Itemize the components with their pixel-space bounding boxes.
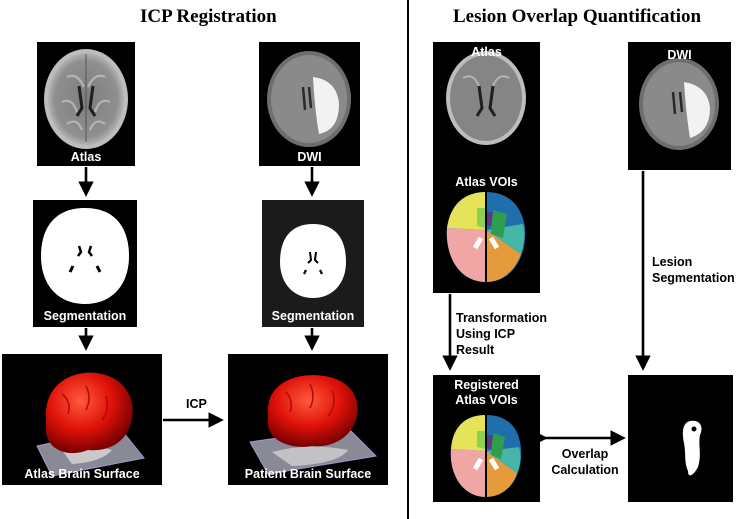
lesion-overlap-title: Lesion Overlap Quantification <box>453 6 702 27</box>
dwi-segmentation-panel: Segmentation <box>262 200 364 327</box>
atlas-segmentation-panel: Segmentation <box>33 200 137 327</box>
dwi-brain-image <box>267 51 351 147</box>
atlas-surface-image <box>36 372 145 477</box>
lesion-segmentation-panel <box>628 375 733 502</box>
registered-label-line1: Registered <box>454 378 519 392</box>
patient-surface-panel: Patient Brain Surface <box>228 354 388 485</box>
atlas-label-right: Atlas <box>471 45 502 59</box>
icp-arrow-label: ICP <box>186 397 207 411</box>
transformation-line3: Result <box>456 343 495 357</box>
dwi-mri-panel: DWI <box>259 42 360 166</box>
registered-label-line2: Atlas VOIs <box>455 393 518 407</box>
patient-surface-image <box>249 375 378 475</box>
atlas-voi-map <box>446 192 526 282</box>
lesion-segmentation-label: Lesion Segmentation <box>652 254 735 286</box>
atlas-vois-label: Atlas VOIs <box>455 175 518 189</box>
overlap-label: Overlap Calculation <box>549 446 621 478</box>
overlap-line1: Overlap <box>561 447 609 461</box>
dwi-right-panel: DWI <box>628 42 731 170</box>
patient-surface-label: Patient Brain Surface <box>244 467 372 481</box>
registered-vois-panel: Registered Atlas VOIs <box>433 375 540 502</box>
transformation-label: Transformation Using ICP Result <box>456 310 547 358</box>
dwi-label-right: DWI <box>667 48 692 62</box>
transformation-line1: Transformation <box>456 311 547 325</box>
atlas-vois-panel: Atlas Atlas VOIs <box>433 42 540 293</box>
dwi-segmentation-label: Segmentation <box>271 309 355 323</box>
dwi-segmentation-image <box>262 200 364 327</box>
atlas-mri-panel: Atlas <box>37 42 135 166</box>
atlas-surface-label: Atlas Brain Surface <box>24 467 140 481</box>
lesion-seg-line1: Lesion <box>652 255 693 269</box>
dwi-label: DWI <box>297 150 322 164</box>
atlas-vois-image <box>446 51 526 282</box>
atlas-surface-panel: Atlas Brain Surface <box>2 354 162 485</box>
atlas-label: Atlas <box>70 150 102 164</box>
atlas-segmentation-image <box>41 208 129 304</box>
registered-voi-map <box>450 415 522 497</box>
lesion-mask-image <box>682 420 702 476</box>
overlap-line2: Calculation <box>551 463 619 477</box>
transformation-line2: Using ICP <box>456 327 516 341</box>
atlas-segmentation-label: Segmentation <box>43 309 127 323</box>
section-divider <box>407 0 409 519</box>
dwi-right-image <box>639 58 719 150</box>
registered-vois-image <box>450 415 522 497</box>
icp-registration-title: ICP Registration <box>140 6 277 27</box>
atlas-brain-image <box>44 49 128 149</box>
registered-label: Registered Atlas VOIs <box>433 378 540 408</box>
lesion-seg-line2: Segmentation <box>652 271 735 285</box>
